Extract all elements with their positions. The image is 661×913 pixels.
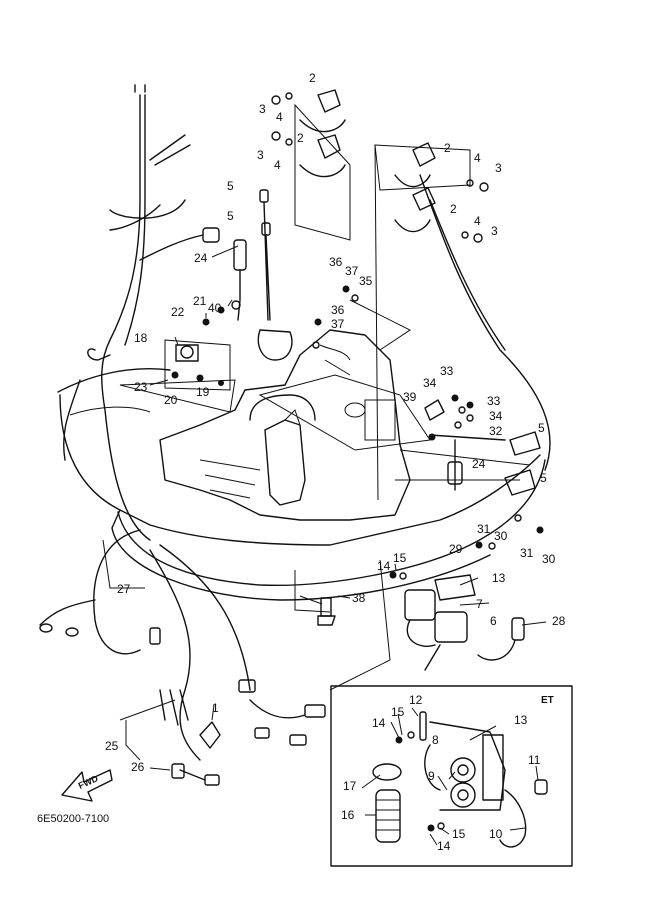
callout-33: 33 [440, 364, 454, 378]
callout-20: 20 [164, 393, 178, 407]
callout-5: 5 [540, 471, 547, 485]
callout-29: 29 [449, 542, 463, 556]
callout-3: 3 [491, 224, 498, 238]
small-parts [171, 285, 544, 671]
callout-2: 2 [309, 71, 316, 85]
callout-18: 18 [134, 331, 148, 345]
callout-2: 2 [450, 202, 457, 216]
lower-harness [39, 529, 326, 786]
callout-27: 27 [117, 582, 131, 596]
callout-26: 26 [131, 760, 145, 774]
callout-2: 2 [444, 141, 451, 155]
callout-3: 3 [257, 148, 264, 162]
callout-10: 10 [489, 827, 503, 841]
callout-1: 1 [212, 701, 219, 715]
callout-39: 39 [403, 390, 417, 404]
callout-19: 19 [196, 385, 210, 399]
callout-4: 4 [276, 110, 283, 124]
callout-6: 6 [490, 614, 497, 628]
callout-3: 3 [495, 161, 502, 175]
callout-23: 23 [134, 380, 148, 394]
callout-24: 24 [472, 457, 486, 471]
callout-36: 36 [331, 303, 345, 317]
callout-14: 14 [437, 839, 451, 853]
et-box-label: ET [541, 695, 554, 706]
callout-31: 31 [520, 546, 534, 560]
callout-5: 5 [538, 421, 545, 435]
callout-8: 8 [432, 733, 439, 747]
callout-14: 14 [377, 559, 391, 573]
callout-4: 4 [274, 158, 281, 172]
callout-32: 32 [489, 424, 503, 438]
right-harness [419, 174, 551, 496]
et-inset [330, 685, 573, 867]
callout-30: 30 [494, 529, 508, 543]
callout-35: 35 [359, 274, 373, 288]
callout-38: 38 [352, 591, 366, 605]
callout-17: 17 [343, 779, 357, 793]
callout-leaders [102, 245, 547, 846]
callout-34: 34 [489, 409, 503, 423]
callout-34: 34 [423, 376, 437, 390]
callout-25: 25 [105, 739, 119, 753]
callout-15: 15 [391, 705, 405, 719]
callout-2: 2 [297, 131, 304, 145]
callout-14: 14 [372, 716, 386, 730]
callout-21: 21 [193, 294, 207, 308]
callout-7: 7 [476, 597, 483, 611]
fwd-arrow-icon: FWD [61, 769, 113, 802]
callout-4: 4 [474, 151, 481, 165]
callout-13: 13 [492, 571, 506, 585]
callout-31: 31 [477, 522, 491, 536]
callout-5: 5 [227, 179, 234, 193]
callout-33: 33 [487, 394, 501, 408]
callout-5: 5 [227, 209, 234, 223]
callout-30: 30 [542, 552, 556, 566]
callout-4: 4 [474, 214, 481, 228]
engine-block [159, 329, 411, 521]
callout-36: 36 [329, 255, 343, 269]
callout-37: 37 [331, 317, 345, 331]
callout-22: 22 [171, 305, 185, 319]
wire-harness [62, 84, 220, 541]
diagram-code: 6E50200-7100 [37, 813, 109, 825]
callout-numbers: 2 3 4 2 3 4 2 4 3 2 4 3 5 5 5 5 24 24 36… [105, 71, 566, 853]
callout-16: 16 [341, 808, 355, 822]
callout-12: 12 [409, 693, 423, 707]
callout-15: 15 [452, 827, 466, 841]
callout-11: 11 [528, 753, 541, 767]
callout-24: 24 [194, 251, 208, 265]
bottom-cowling [57, 368, 546, 601]
callout-9: 9 [428, 769, 435, 783]
callout-37: 37 [345, 264, 359, 278]
callout-40: 40 [208, 301, 222, 315]
callout-28: 28 [552, 614, 566, 628]
callout-15: 15 [393, 551, 407, 565]
callout-13: 13 [514, 713, 528, 727]
leader-lines [119, 103, 531, 691]
callout-3: 3 [259, 102, 266, 116]
ignition-coils [233, 89, 489, 321]
